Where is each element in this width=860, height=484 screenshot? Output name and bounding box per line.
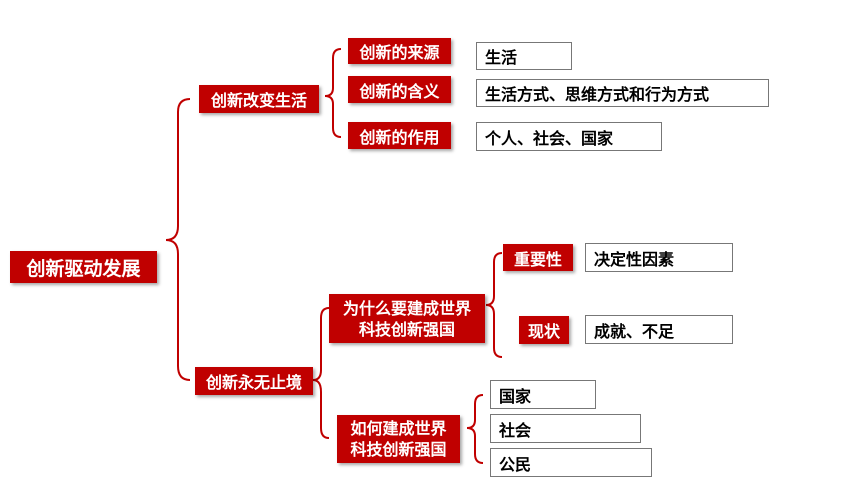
value-meaning: 生活方式、思维方式和行为方式 — [476, 79, 769, 107]
value-society: 社会 — [490, 414, 641, 443]
label-source: 创新的来源 — [348, 38, 451, 64]
value-country: 国家 — [490, 380, 596, 409]
branch1-bracket — [324, 48, 342, 138]
why-line-1: 为什么要建成世界 — [342, 298, 471, 318]
label-effect: 创新的作用 — [348, 122, 451, 149]
value-citizen: 公民 — [490, 448, 652, 477]
value-source: 生活 — [476, 42, 572, 70]
label-importance: 重要性 — [503, 244, 573, 271]
why-bracket — [485, 252, 503, 358]
how-bracket — [466, 394, 484, 464]
branch2-bracket — [312, 307, 330, 439]
why-build-node: 为什么要建成世界 科技创新强国 — [329, 294, 485, 343]
root-node: 创新驱动发展 — [10, 251, 157, 283]
how-build-node: 如何建成世界 科技创新强国 — [337, 415, 460, 463]
branch-change-life: 创新改变生活 — [199, 85, 319, 113]
root-bracket — [165, 98, 191, 381]
label-meaning: 创新的含义 — [348, 76, 451, 103]
value-effect: 个人、社会、国家 — [476, 122, 662, 151]
value-importance: 决定性因素 — [585, 243, 733, 272]
why-line-2: 科技创新强国 — [358, 319, 455, 339]
branch-endless: 创新永无止境 — [195, 367, 313, 395]
value-status: 成就、不足 — [585, 315, 733, 344]
how-line-2: 科技创新强国 — [350, 440, 447, 459]
how-line-1: 如何建成世界 — [350, 419, 447, 438]
label-status: 现状 — [519, 316, 569, 344]
